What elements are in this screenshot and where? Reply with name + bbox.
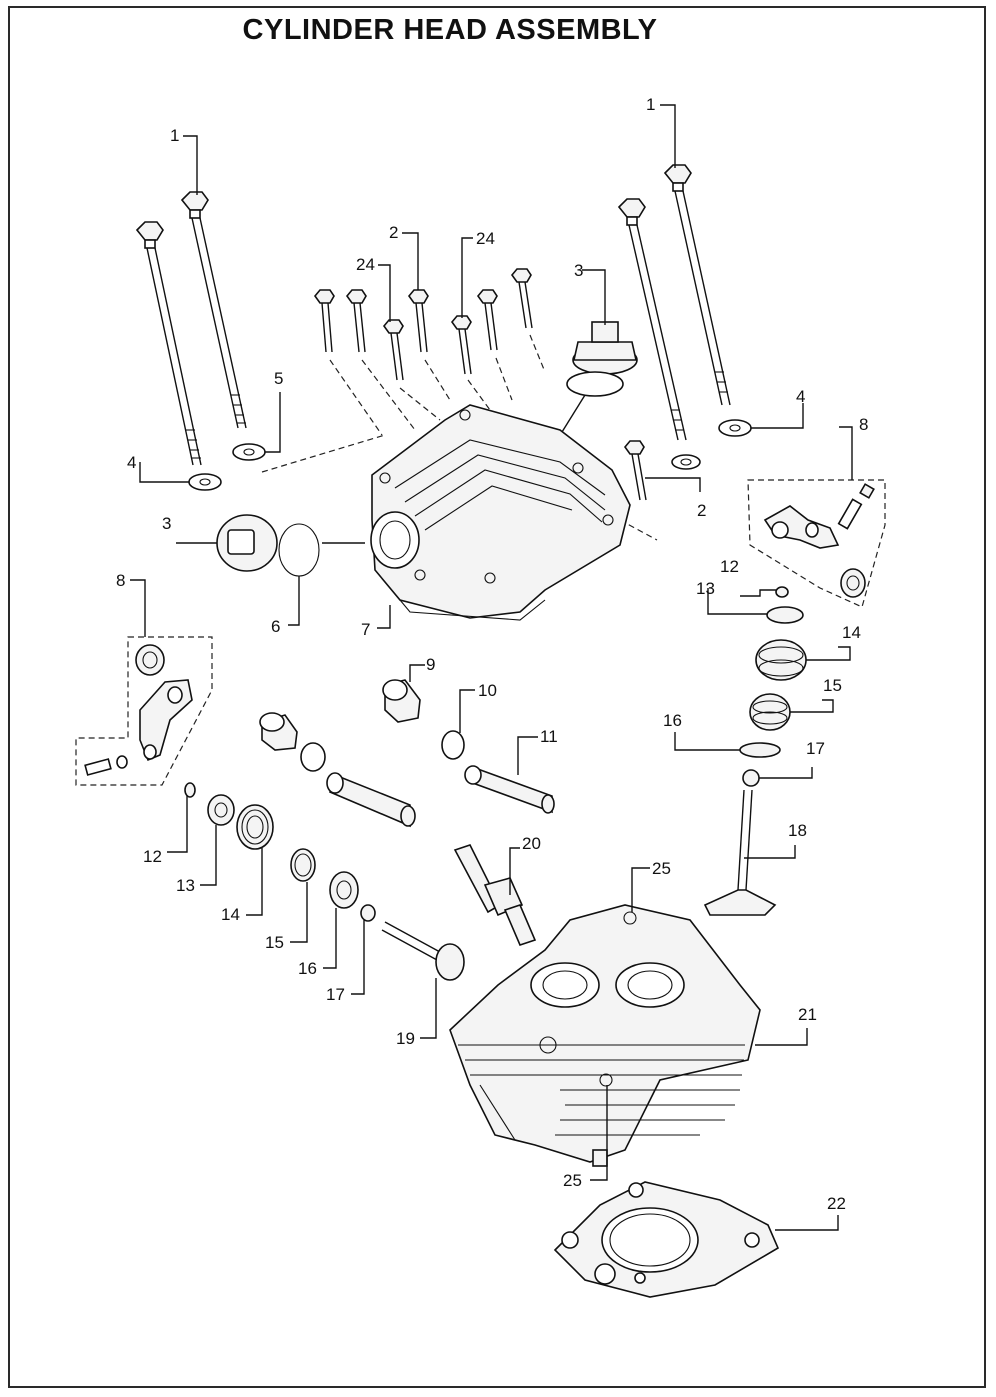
- head-gasket-22: [553, 1181, 780, 1298]
- callout-leader-lines: [130, 104, 853, 1231]
- callout-4a: 4: [127, 453, 136, 472]
- callout-14a: 14: [221, 905, 240, 924]
- callout-16b: 16: [663, 711, 682, 730]
- callout-3a: 3: [574, 261, 583, 280]
- o-ring-6: [278, 523, 320, 577]
- callout-11: 11: [540, 727, 558, 746]
- diagram-frame: [8, 6, 986, 1388]
- callout-24a: 24: [356, 255, 375, 274]
- washer-right-lower: [671, 454, 701, 470]
- callout-25a: 25: [652, 859, 671, 878]
- callout-labels: 1 1 2 2 3 3 4 4 5 6 7 8 8 9 10 11 12 12 …: [116, 95, 868, 1213]
- callout-13a: 13: [176, 876, 195, 895]
- rocker-arm-8-left: [75, 636, 213, 786]
- callout-12b: 12: [720, 557, 739, 576]
- callout-19: 19: [396, 1029, 415, 1048]
- callout-25b: 25: [563, 1171, 582, 1190]
- callout-8b: 8: [116, 571, 125, 590]
- callout-15a: 15: [265, 933, 284, 952]
- callout-24b: 24: [476, 229, 495, 248]
- callout-17a: 17: [326, 985, 345, 1004]
- callout-10: 10: [478, 681, 497, 700]
- callout-8a: 8: [859, 415, 868, 434]
- callout-1a: 1: [170, 126, 179, 145]
- valve-train-right: [703, 586, 807, 916]
- callout-13b: 13: [696, 579, 715, 598]
- spark-plug-20: [453, 844, 537, 946]
- assembly-guide-lines: [261, 334, 658, 544]
- callout-4b: 4: [796, 387, 805, 406]
- long-stud-left-1: [135, 221, 202, 466]
- callout-2b: 2: [697, 501, 706, 520]
- callout-2a: 2: [389, 223, 398, 242]
- valve-train-left: [184, 782, 465, 981]
- short-bolts-group: [313, 268, 647, 501]
- callout-3b: 3: [162, 514, 171, 533]
- long-stud-right-2: [663, 164, 731, 406]
- cylinder-head-21: [449, 904, 761, 1167]
- cylinder-head-cover-7: [370, 404, 631, 621]
- long-stud-left-2: [180, 191, 247, 429]
- callout-16a: 16: [298, 959, 317, 978]
- callout-20: 20: [522, 834, 541, 853]
- rocker-arm-8-right: [747, 479, 886, 608]
- washer-4-right: [718, 419, 752, 437]
- callout-1b: 1: [646, 95, 655, 114]
- callout-7: 7: [361, 620, 370, 639]
- long-stud-right-1: [617, 198, 687, 441]
- callout-5: 5: [274, 369, 283, 388]
- cap-3-left: [216, 514, 278, 572]
- callout-18: 18: [788, 821, 807, 840]
- diagram-title: CYLINDER HEAD ASSEMBLY: [242, 14, 658, 46]
- callout-15b: 15: [823, 676, 842, 695]
- callout-17b: 17: [806, 739, 825, 758]
- callout-9: 9: [426, 655, 435, 674]
- callout-6: 6: [271, 617, 280, 636]
- washer-4-left: [188, 473, 222, 491]
- callout-21: 21: [798, 1005, 817, 1024]
- callout-12a: 12: [143, 847, 162, 866]
- cap-3-upper: [566, 321, 638, 397]
- washer-5: [232, 443, 266, 461]
- rocker-shafts-and-guides: [259, 679, 555, 828]
- callout-22: 22: [827, 1194, 846, 1213]
- callout-14b: 14: [842, 623, 861, 642]
